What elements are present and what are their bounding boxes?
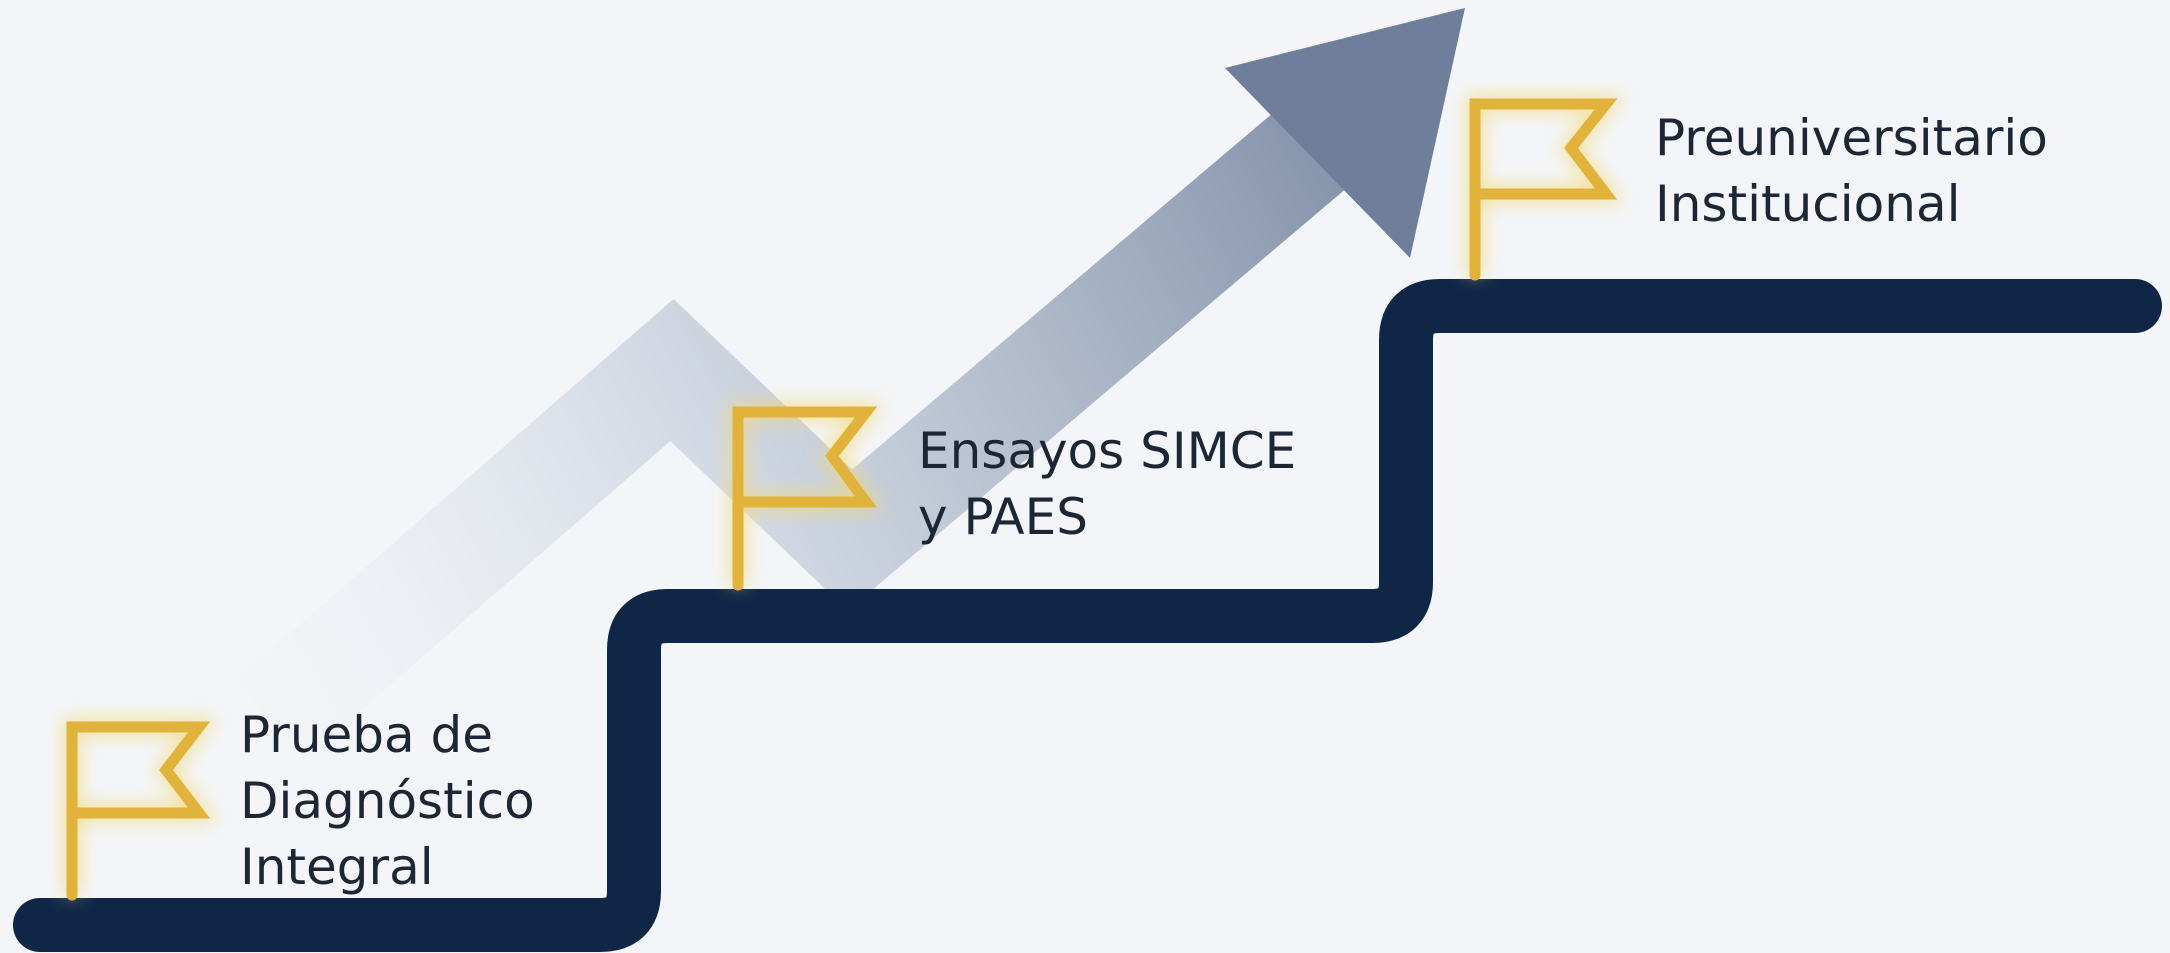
flag-icon bbox=[63, 718, 218, 901]
arrow-up-right-icon bbox=[235, 84, 1374, 760]
flag-icon bbox=[1466, 95, 1625, 281]
step-label-line: Prueba de bbox=[240, 706, 494, 764]
step-label-line: Institucional bbox=[1655, 175, 1961, 233]
step-label-prueba-diagnostico: Prueba de Diagnóstico Integral bbox=[240, 702, 535, 900]
step-label-line: Diagnóstico bbox=[240, 772, 535, 830]
arrow-head bbox=[1225, 8, 1465, 258]
step-label-preuniversitario: Preuniversitario Institucional bbox=[1655, 105, 2048, 237]
step-label-ensayos: Ensayos SIMCE y PAES bbox=[918, 418, 1296, 550]
step-label-line: Ensayos SIMCE bbox=[918, 422, 1297, 480]
flag-icon bbox=[729, 403, 885, 591]
step-label-line: Integral bbox=[240, 838, 434, 896]
progress-arrow bbox=[235, 8, 1465, 760]
staircase-path bbox=[13, 279, 2162, 952]
step-label-line: Preuniversitario bbox=[1655, 109, 2048, 167]
step-label-line: y PAES bbox=[918, 488, 1088, 546]
